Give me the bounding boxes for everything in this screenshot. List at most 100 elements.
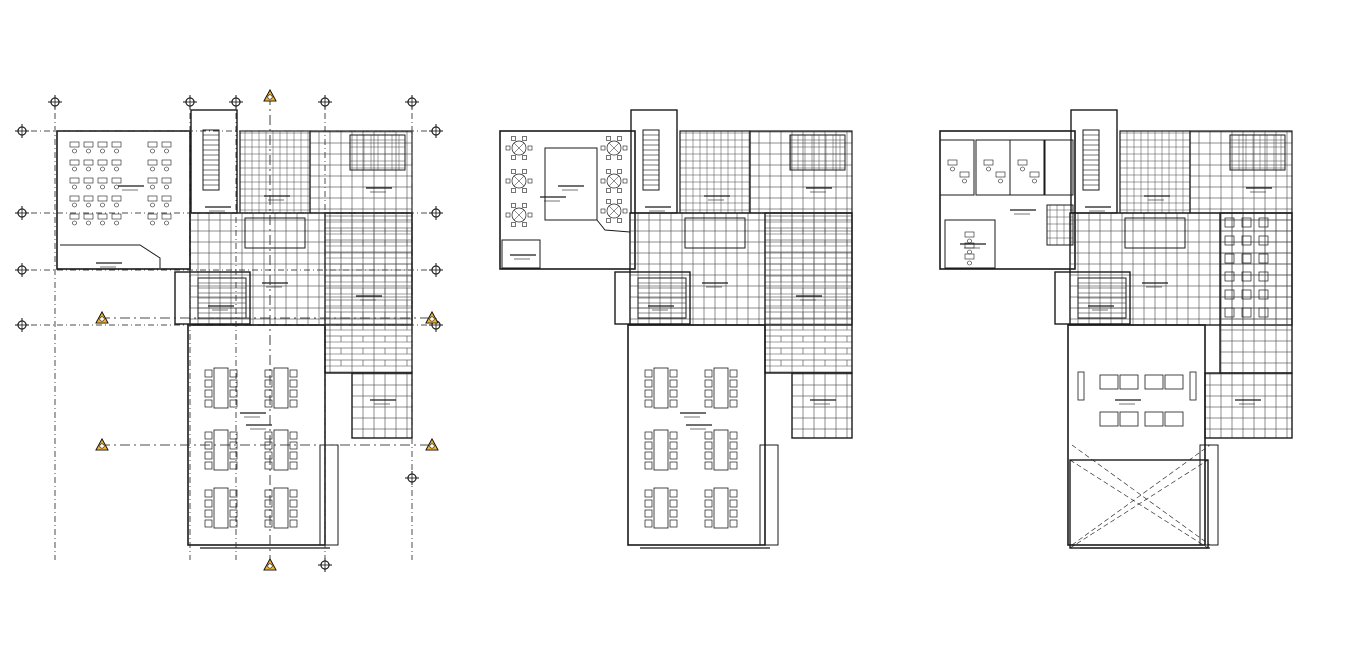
grid-bubble-icon xyxy=(14,317,30,333)
chair xyxy=(150,184,155,190)
chair xyxy=(1258,271,1269,282)
chair xyxy=(617,199,622,204)
section-marker-icon xyxy=(95,311,109,324)
washroom xyxy=(349,134,406,171)
chair xyxy=(264,509,273,518)
dining-hall xyxy=(187,324,326,546)
chair xyxy=(204,441,213,450)
workstation xyxy=(83,141,94,148)
chair xyxy=(72,184,77,190)
chair xyxy=(164,220,169,226)
chair xyxy=(669,451,678,460)
chair xyxy=(1258,307,1269,318)
chair xyxy=(669,369,678,378)
chair xyxy=(704,389,713,398)
dining-table xyxy=(213,487,229,529)
chair xyxy=(704,441,713,450)
workstation xyxy=(69,141,80,148)
cabin xyxy=(975,139,1011,196)
chair xyxy=(86,202,91,208)
chair xyxy=(229,389,238,398)
chair xyxy=(264,519,273,528)
partition xyxy=(596,195,631,233)
chair xyxy=(164,184,169,190)
chair xyxy=(967,260,972,266)
chair xyxy=(204,451,213,460)
chair xyxy=(1241,217,1252,228)
chair xyxy=(114,202,119,208)
chair xyxy=(100,166,105,172)
storage-racks xyxy=(324,212,413,374)
void-line xyxy=(1069,459,1209,549)
toilet-block xyxy=(679,130,751,214)
chair xyxy=(669,379,678,388)
chair xyxy=(1241,235,1252,246)
table-line xyxy=(513,142,525,154)
table-set xyxy=(1119,411,1139,427)
chair xyxy=(600,145,606,151)
chair xyxy=(622,178,628,184)
workstation xyxy=(111,177,122,184)
chair xyxy=(114,148,119,154)
dining-table xyxy=(713,487,729,529)
workstation xyxy=(111,213,122,220)
chair xyxy=(100,184,105,190)
toilet xyxy=(1046,204,1074,246)
chair xyxy=(669,461,678,470)
chair xyxy=(204,489,213,498)
lift-lobby xyxy=(1124,217,1186,249)
workstation xyxy=(97,177,108,184)
chair xyxy=(729,441,738,450)
chair xyxy=(264,499,273,508)
grid-bubble-icon xyxy=(228,94,244,110)
lift-lobby xyxy=(684,217,746,249)
corner-room xyxy=(351,372,413,439)
chair xyxy=(606,188,611,193)
chair xyxy=(704,489,713,498)
chair xyxy=(704,461,713,470)
chair xyxy=(289,451,298,460)
chair xyxy=(114,184,119,190)
chair xyxy=(1241,253,1252,264)
chair xyxy=(729,379,738,388)
chair xyxy=(511,203,516,208)
chair xyxy=(264,451,273,460)
chair xyxy=(86,166,91,172)
cabin xyxy=(939,139,975,196)
workstation xyxy=(69,195,80,202)
table-set xyxy=(1164,411,1184,427)
chair xyxy=(522,188,527,193)
workstation xyxy=(147,195,158,202)
chair xyxy=(704,499,713,508)
chair xyxy=(998,178,1003,184)
chair xyxy=(150,148,155,154)
chair xyxy=(669,489,678,498)
chair xyxy=(617,218,622,223)
workstation xyxy=(111,159,122,166)
chair xyxy=(669,499,678,508)
table-set xyxy=(1144,411,1164,427)
chair xyxy=(644,519,653,528)
chair xyxy=(1224,289,1235,300)
dining-table xyxy=(273,367,289,409)
chair xyxy=(644,389,653,398)
chair xyxy=(622,145,628,151)
chair xyxy=(204,461,213,470)
chair xyxy=(264,461,273,470)
chair xyxy=(729,519,738,528)
chair xyxy=(729,499,738,508)
chair xyxy=(1020,166,1025,172)
chair xyxy=(204,519,213,528)
section-marker-icon xyxy=(263,558,277,571)
table-set xyxy=(1099,374,1119,390)
workstation xyxy=(83,195,94,202)
chair xyxy=(527,178,533,184)
chair xyxy=(289,431,298,440)
desk xyxy=(1017,159,1028,166)
chair xyxy=(704,379,713,388)
desk xyxy=(964,231,975,238)
grid-bubble-icon xyxy=(14,205,30,221)
chair xyxy=(229,441,238,450)
conference-room xyxy=(944,219,996,269)
